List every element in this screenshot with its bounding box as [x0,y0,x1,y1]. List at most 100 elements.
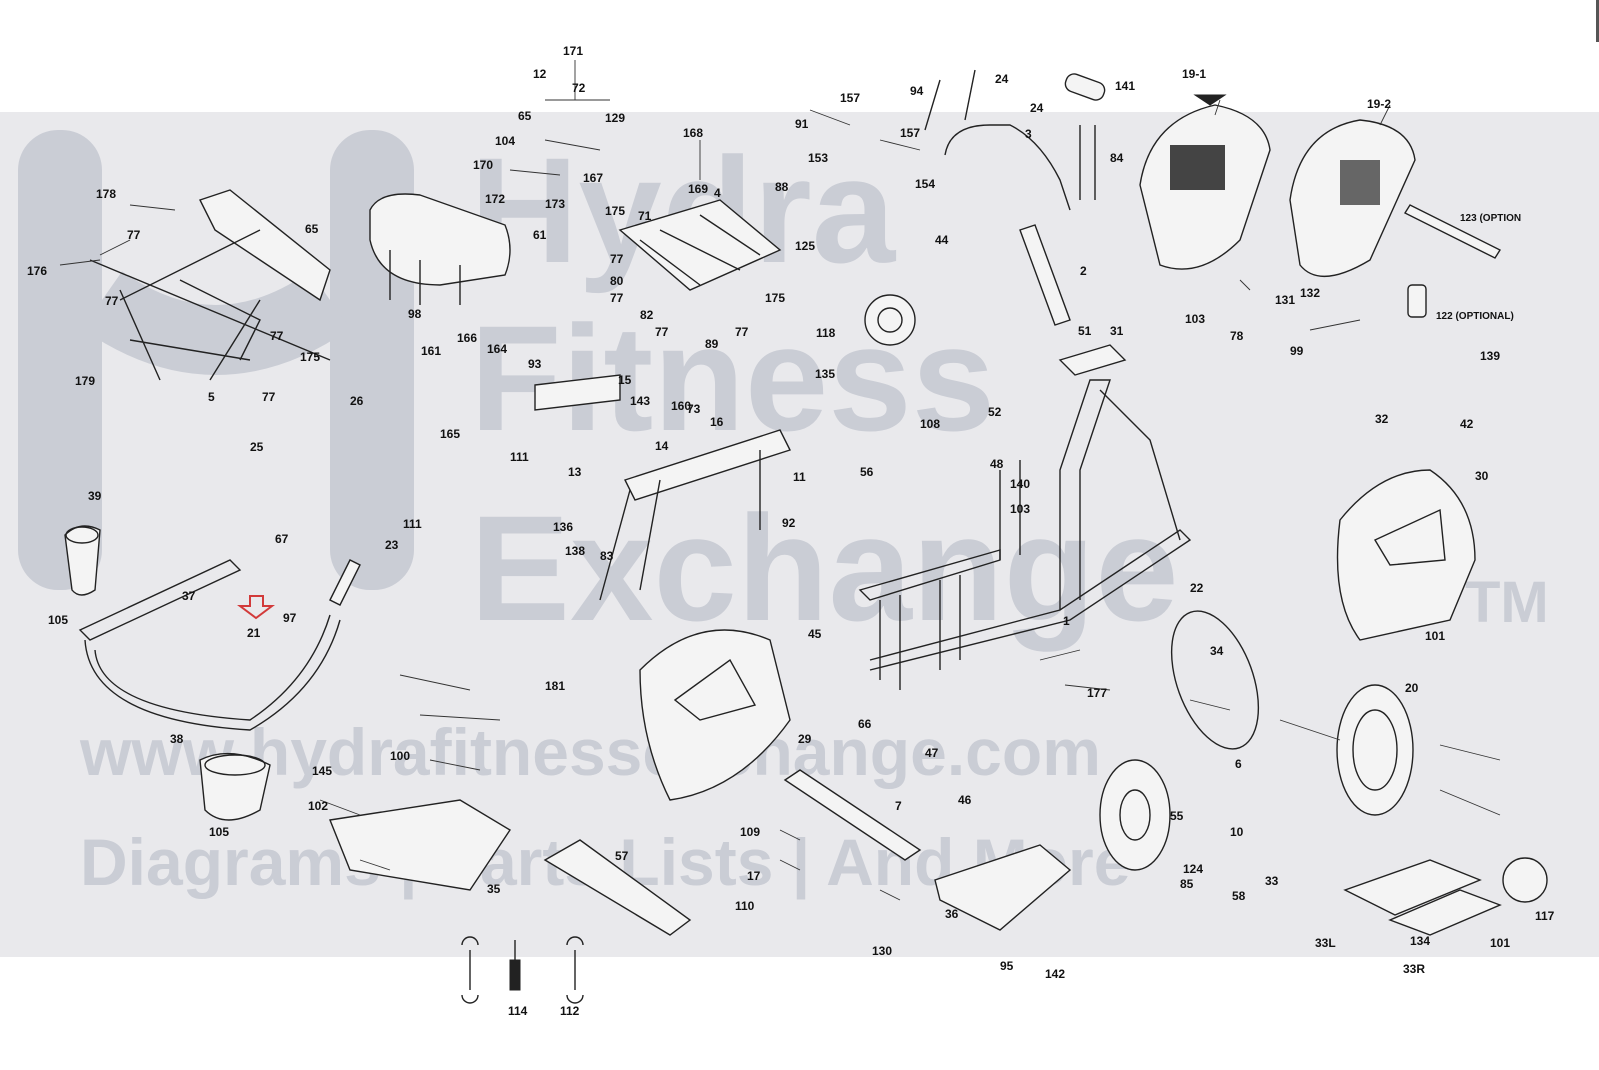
callout-13: 13 [568,465,582,479]
callout-173: 173 [545,197,566,211]
callout-66: 66 [858,717,872,731]
optional-label-122: 122 (OPTIONAL) [1436,311,1514,322]
callout-91: 91 [795,117,809,131]
callout-78: 78 [1230,329,1244,343]
callout-20: 20 [1405,681,1419,695]
callout-44: 44 [935,233,949,247]
crossbar-15 [534,374,621,411]
callout-83: 83 [600,549,614,563]
callout-111b: 111 [403,517,422,531]
seat-pad [369,193,511,305]
callout-72a: 72 [572,81,586,95]
callout-135: 135 [815,367,836,381]
part-123-strip [1403,204,1502,259]
seat-slide-14 [599,429,791,601]
callout-132: 132 [1300,286,1321,300]
callout-141: 141 [1115,79,1136,93]
side-handle-frame [78,559,361,731]
callout-33R: 33R [1403,962,1426,976]
callout-105b: 105 [209,825,230,839]
callout-35: 35 [487,882,501,896]
callout-19-2: 19-2 [1367,97,1392,111]
callout-85: 85 [1180,877,1194,891]
right-pedal-36 [934,844,1072,931]
callout-160: 160 [671,399,692,413]
callout-71: 71 [638,209,652,223]
callout-19-1: 19-1 [1182,67,1207,81]
drive-belt [1170,610,1260,750]
callout-105a: 105 [48,613,69,627]
callout-111a: 111 [510,450,529,464]
callout-104: 104 [495,134,516,148]
callout-161: 161 [421,344,442,358]
callout-157b: 157 [900,126,921,140]
callout-7: 7 [895,799,902,813]
callout-179: 179 [75,374,96,388]
callout-175a: 175 [300,350,321,364]
callout-99: 99 [1290,344,1304,358]
callout-15: 15 [618,373,632,387]
callout-32: 32 [1375,412,1389,426]
callout-178: 178 [96,187,117,201]
callout-143: 143 [630,394,651,408]
right-shroud-30 [1336,469,1476,641]
callout-167: 167 [583,171,604,185]
callout-65a: 65 [518,109,532,123]
callout-154: 154 [915,177,936,191]
callout-140: 140 [1010,477,1031,491]
callout-95: 95 [1000,959,1014,973]
drive-pulley [1099,759,1171,871]
callout-29: 29 [798,732,812,746]
left-shroud-39 [639,629,791,801]
callout-168: 168 [683,126,704,140]
callout-3: 3 [1025,127,1032,141]
callout-52: 52 [988,405,1002,419]
cup-holder [64,525,101,596]
callout-33a: 33 [1265,874,1279,888]
callout-94: 94 [910,84,924,98]
callout-17: 17 [747,869,761,883]
callout-73: 73 [687,402,701,416]
callout-23: 23 [385,538,399,552]
callout-153: 153 [808,151,829,165]
callout-97: 97 [283,611,297,625]
callout-172: 172 [485,192,506,206]
callout-103a: 103 [1185,312,1206,326]
callout-109: 109 [740,825,761,839]
callout-48: 48 [990,457,1004,471]
callout-42: 42 [1460,417,1474,431]
callout-88: 88 [775,180,789,194]
callout-80a: 80 [610,274,624,288]
callout-14: 14 [655,439,669,453]
callout-37: 37 [182,589,196,603]
callout-12: 12 [533,67,547,81]
seat-post [1019,224,1071,326]
callout-101b: 101 [1490,936,1511,950]
callout-2: 2 [1080,264,1087,278]
callout-77f: 77 [610,291,624,305]
console-mast-assembly [89,189,331,381]
tool-screwdriver-114 [509,940,521,991]
callout-118: 118 [816,326,836,340]
callout-55: 55 [1170,809,1184,823]
callout-11: 11 [793,470,806,484]
callout-139: 139 [1480,349,1501,363]
callout-26: 26 [350,394,364,408]
callout-100: 100 [390,749,411,763]
callout-4: 4 [714,186,721,200]
callout-77c: 77 [270,329,284,343]
callout-171: 171 [563,44,584,58]
callout-164: 164 [487,342,508,356]
flywheel [1336,684,1414,816]
callout-125: 125 [795,239,816,253]
callout-1: 1 [1063,614,1070,628]
callout-131: 131 [1275,293,1296,307]
callout-57: 57 [615,849,629,863]
callout-177: 177 [1087,686,1108,700]
stabilizer-bar [783,769,922,861]
scrollbar[interactable] [1596,0,1599,42]
knob-117 [1502,857,1548,903]
callout-82: 82 [640,308,654,322]
callout-39: 39 [88,489,102,503]
